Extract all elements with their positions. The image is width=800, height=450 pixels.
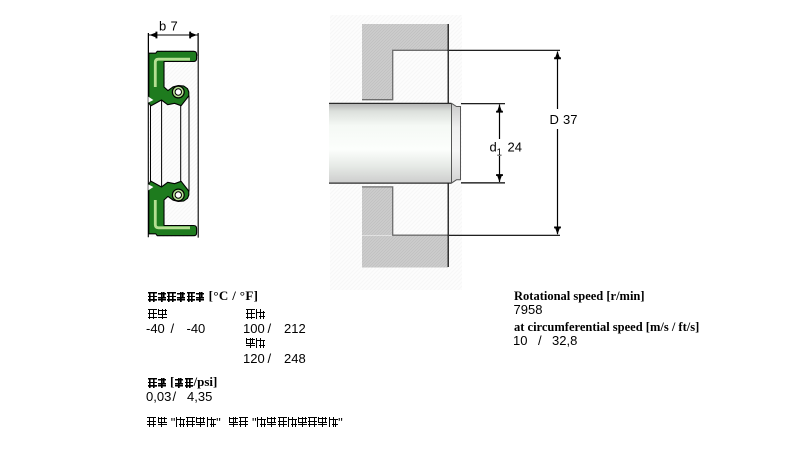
svg-text:D: D: [550, 112, 559, 127]
svg-text:24: 24: [508, 140, 522, 155]
svg-text:b: b: [159, 19, 166, 34]
svg-text:7: 7: [171, 19, 178, 34]
svg-text:37: 37: [563, 112, 577, 127]
svg-text:d: d: [490, 140, 497, 155]
svg-text:1: 1: [497, 148, 503, 159]
